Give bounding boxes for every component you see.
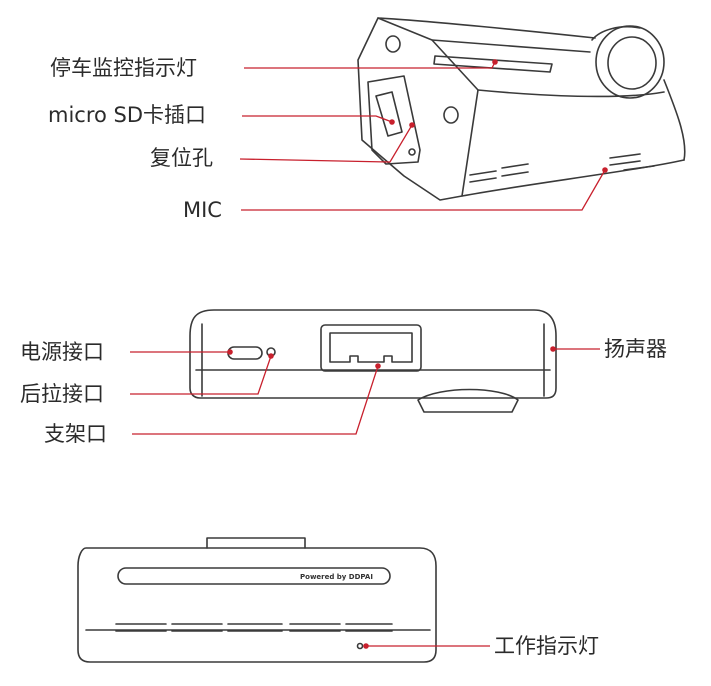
label-parking-indicator: 停车监控指示灯 bbox=[50, 56, 197, 80]
front-top-tab bbox=[206, 537, 306, 549]
label-bracket-port: 支架口 bbox=[44, 422, 107, 446]
leader-mic bbox=[241, 169, 606, 211]
front-vents bbox=[115, 623, 393, 632]
label-reset-hole: 复位孔 bbox=[150, 146, 213, 170]
leader-bracket bbox=[132, 365, 379, 435]
leader-sd bbox=[242, 115, 393, 123]
front-body-outline bbox=[77, 547, 437, 663]
screw-hole bbox=[385, 35, 401, 53]
mic-vents bbox=[609, 153, 655, 171]
label-rear-cam-port: 后拉接口 bbox=[20, 382, 104, 406]
brand-plate bbox=[117, 567, 391, 585]
label-micro-sd-slot: micro SD卡插口 bbox=[48, 103, 207, 127]
sd-card-slot bbox=[375, 91, 403, 137]
camera-front-view bbox=[77, 537, 437, 663]
sd-slot-frame bbox=[367, 75, 421, 165]
label-mic: MIC bbox=[183, 198, 222, 222]
camera-top-view bbox=[189, 309, 557, 413]
brand-text: Powered by DDPAI bbox=[300, 573, 373, 581]
power-port-shape bbox=[227, 346, 263, 360]
camera-top-edge bbox=[377, 17, 596, 39]
label-speaker: 扬声器 bbox=[604, 337, 667, 361]
camera-end-face bbox=[357, 17, 479, 201]
lens-bottom-bump bbox=[417, 388, 519, 413]
bracket-mount-frame bbox=[320, 324, 422, 372]
lens-inner bbox=[607, 36, 657, 90]
vent-slots bbox=[469, 163, 529, 183]
top-body-outline bbox=[189, 309, 557, 399]
leader-endpoints bbox=[227, 59, 608, 649]
bracket-mount-slot bbox=[329, 332, 413, 363]
camera-side-view bbox=[357, 17, 686, 201]
leader-reset bbox=[239, 124, 413, 163]
parking-led-slot bbox=[433, 55, 553, 73]
camera-bottom-edge bbox=[461, 159, 685, 197]
reset-hole-mark bbox=[408, 148, 416, 156]
label-work-indicator: 工作指示灯 bbox=[494, 634, 599, 658]
label-power-port: 电源接口 bbox=[20, 340, 104, 364]
leader-rear bbox=[130, 355, 272, 395]
work-led-dot bbox=[356, 642, 364, 650]
screw-hole bbox=[443, 106, 459, 124]
